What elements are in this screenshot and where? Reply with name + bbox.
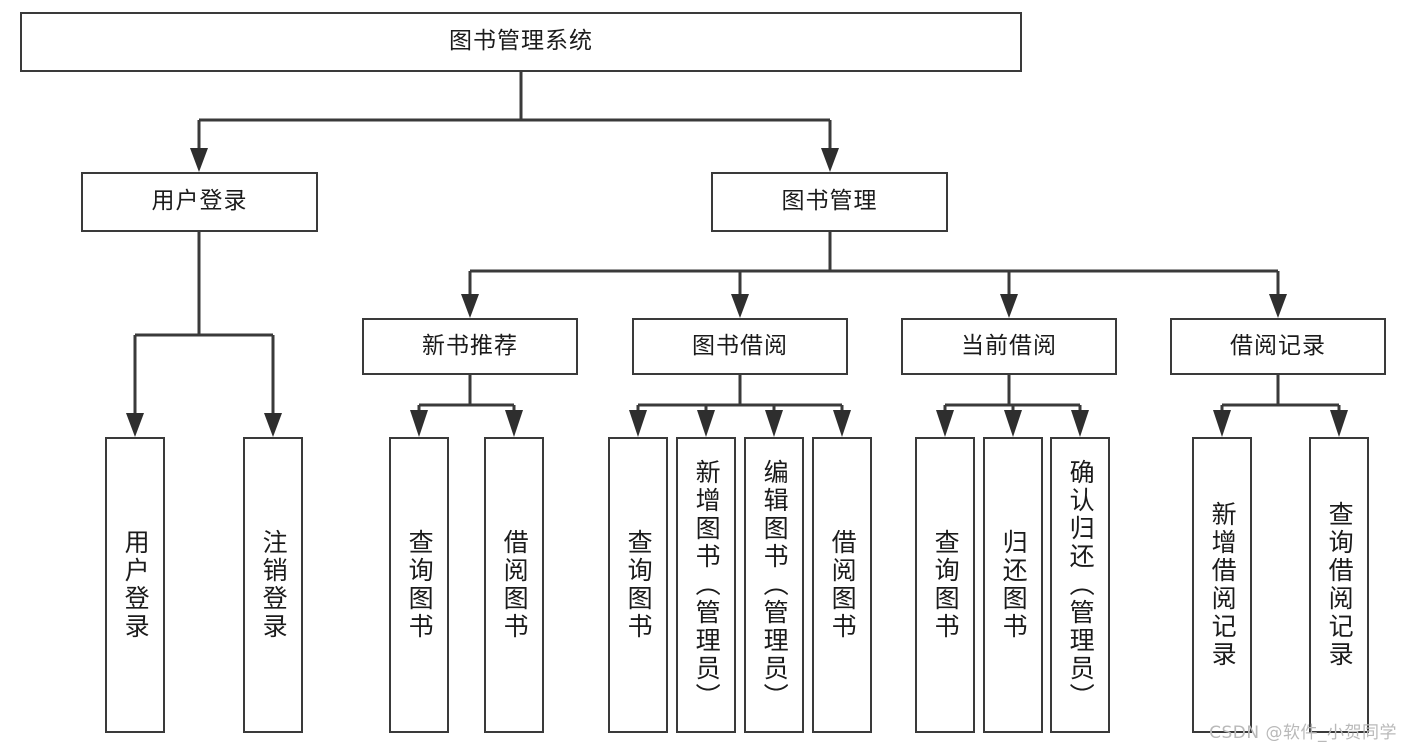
node-label: 确认归还（管理员） (1066, 459, 1096, 711)
node-label: 图书借阅 (692, 332, 788, 359)
node-new-book-recommend[interactable]: 新书推荐 (362, 318, 578, 375)
leaf-user-logout[interactable]: 注销登录 (243, 437, 303, 733)
leaf-recommend-borrow-book[interactable]: 借阅图书 (484, 437, 544, 733)
watermark: CSDN @软件_小贺同学 (1209, 723, 1397, 743)
node-label: 注销登录 (259, 529, 289, 641)
leaf-return-book[interactable]: 归还图书 (983, 437, 1043, 733)
node-label: 用户登录 (121, 529, 151, 641)
leaf-confirm-return-admin[interactable]: 确认归还（管理员） (1050, 437, 1110, 733)
node-label: 查询图书 (624, 529, 654, 641)
leaf-borrow-query-book[interactable]: 查询图书 (608, 437, 668, 733)
node-label: 查询图书 (405, 529, 435, 641)
node-user-login[interactable]: 用户登录 (81, 172, 318, 232)
node-label: 借阅图书 (828, 529, 858, 641)
node-root-system[interactable]: 图书管理系统 (20, 12, 1022, 72)
node-label: 借阅记录 (1230, 332, 1326, 359)
node-borrow-record[interactable]: 借阅记录 (1170, 318, 1386, 375)
node-label: 借阅图书 (500, 529, 530, 641)
node-label: 新书推荐 (422, 332, 518, 359)
leaf-add-book-admin[interactable]: 新增图书（管理员） (676, 437, 736, 733)
node-book-borrow[interactable]: 图书借阅 (632, 318, 848, 375)
node-label: 当前借阅 (961, 332, 1057, 359)
node-label: 图书管理 (781, 188, 878, 215)
node-label: 查询图书 (931, 529, 961, 641)
node-label: 归还图书 (999, 529, 1029, 641)
leaf-recommend-query-book[interactable]: 查询图书 (389, 437, 449, 733)
node-label: 编辑图书（管理员） (760, 459, 790, 711)
leaf-add-borrow-record[interactable]: 新增借阅记录 (1192, 437, 1252, 733)
leaf-edit-book-admin[interactable]: 编辑图书（管理员） (744, 437, 804, 733)
node-book-manage[interactable]: 图书管理 (711, 172, 948, 232)
leaf-borrow-book[interactable]: 借阅图书 (812, 437, 872, 733)
leaf-query-borrow-record[interactable]: 查询借阅记录 (1309, 437, 1369, 733)
leaf-current-query-book[interactable]: 查询图书 (915, 437, 975, 733)
node-label: 图书管理系统 (449, 28, 593, 55)
node-current-borrow[interactable]: 当前借阅 (901, 318, 1117, 375)
node-label: 查询借阅记录 (1325, 501, 1355, 669)
node-label: 新增图书（管理员） (692, 459, 722, 711)
leaf-user-login[interactable]: 用户登录 (105, 437, 165, 733)
node-label: 用户登录 (151, 188, 248, 215)
node-label: 新增借阅记录 (1208, 501, 1238, 669)
